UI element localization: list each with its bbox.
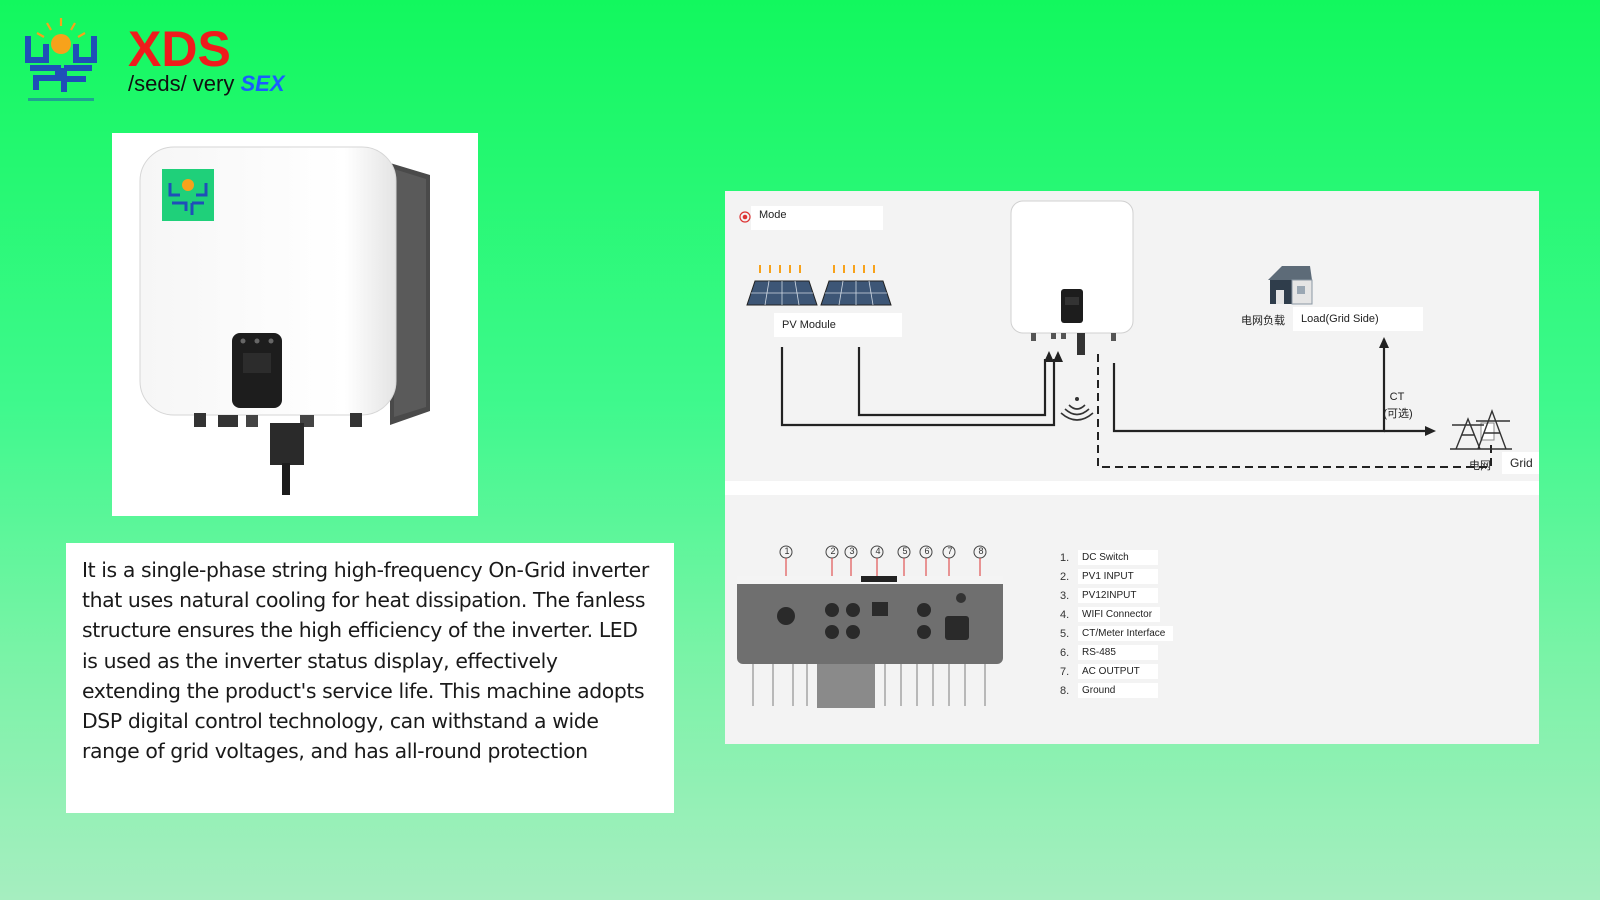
inverter-icon: [1010, 200, 1134, 355]
port-number: 7: [947, 546, 953, 556]
ct-optional-label: (可选): [1383, 408, 1413, 420]
product-photo: [112, 133, 478, 516]
legend-item: 5.CT/Meter Interface: [1060, 624, 1174, 643]
brand-name: XDS: [128, 21, 231, 77]
port-number: 1: [784, 546, 790, 556]
legend-item: 1.DC Switch: [1060, 548, 1173, 567]
inverter-image: [139, 146, 430, 495]
port-number: 6: [924, 546, 930, 556]
wifi-icon: [1060, 404, 1094, 421]
load-cn-label: 电网负载: [1241, 315, 1285, 327]
legend-item: 4.WIFI Connector: [1060, 605, 1173, 624]
panel-divider: [725, 481, 1539, 495]
load-label: Load(Grid Side): [1293, 307, 1423, 331]
port-number: 8: [978, 546, 984, 556]
port-number: 3: [849, 546, 855, 556]
wiring-lines: [780, 337, 1495, 468]
house-icon: [1268, 266, 1313, 305]
mode-radio-icon: [739, 211, 751, 223]
pv-module-label: PV Module: [774, 313, 902, 337]
port-number: 4: [875, 546, 881, 556]
legend-item: 7.AC OUTPUT: [1060, 662, 1173, 681]
company-logo-icon: [25, 18, 97, 101]
diagram-panel: Mode PV Module: [725, 191, 1539, 744]
legend-item: 2.PV1 INPUT: [1060, 567, 1173, 586]
power-tower-icon: [1450, 408, 1512, 450]
solar-panel-icon: [746, 265, 892, 306]
description-box: It is a single-phase string high-frequen…: [66, 543, 674, 813]
legend-item: 6.RS-485: [1060, 643, 1173, 662]
port-number: 5: [902, 546, 908, 556]
tagline-text: /seds/ very: [128, 71, 241, 96]
tagline-highlight: SEX: [240, 71, 285, 96]
inverter-bottom-view: [737, 545, 1003, 708]
brand-tagline: /seds/ very SEX: [128, 73, 285, 95]
legend-item: 3.PV12INPUT: [1060, 586, 1173, 605]
mode-label: Mode: [751, 206, 883, 230]
port-number: 2: [830, 546, 836, 556]
grid-label: Grid: [1502, 452, 1539, 474]
port-legend-list: 1.DC Switch 2.PV1 INPUT 3.PV12INPUT 4.WI…: [1060, 548, 1174, 700]
description-text: It is a single-phase string high-frequen…: [82, 558, 649, 764]
ct-label: CT: [1389, 391, 1405, 403]
legend-item: 8.Ground: [1060, 681, 1173, 700]
grid-cn-label: 电网: [1469, 460, 1491, 472]
